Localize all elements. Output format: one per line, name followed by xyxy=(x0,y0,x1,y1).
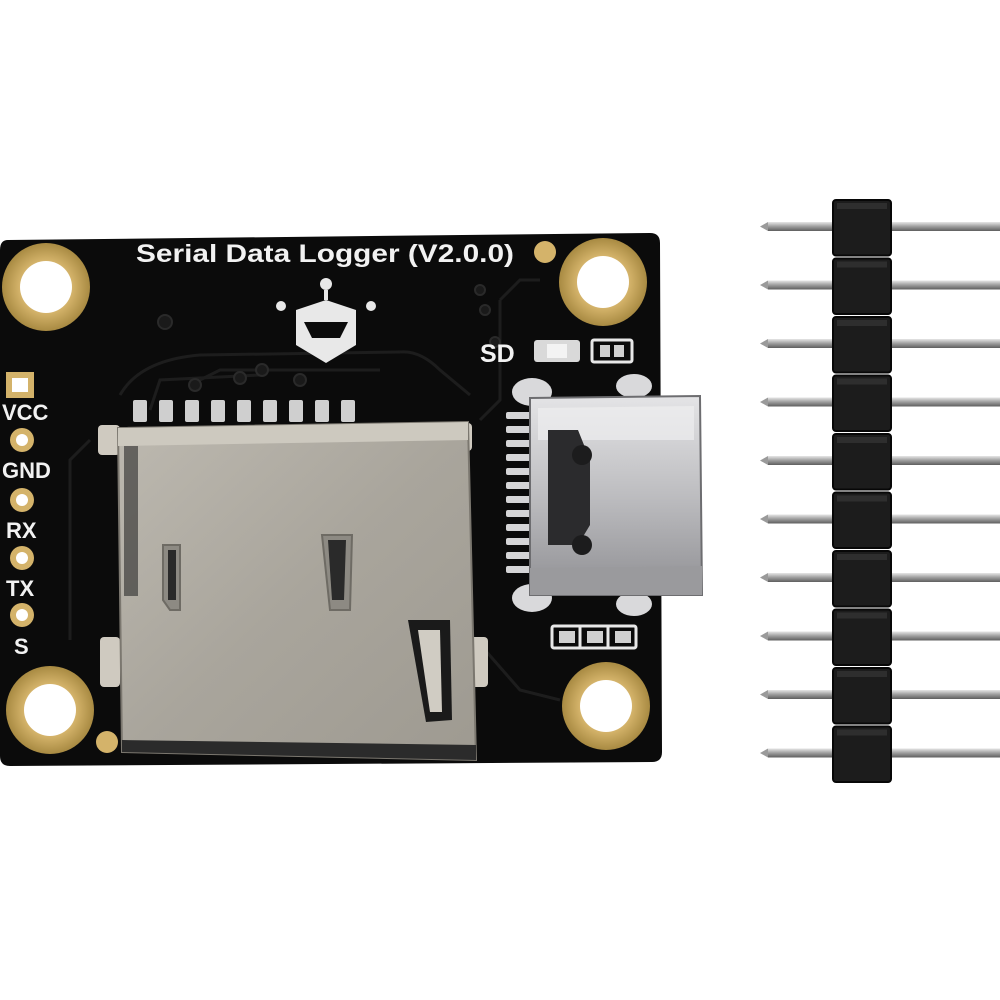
pin-label-gnd: GND xyxy=(2,458,51,483)
header-plastic-block xyxy=(832,257,892,315)
header-pin-tip xyxy=(760,456,768,465)
header-pin-tip xyxy=(760,748,768,758)
sd-led xyxy=(534,338,634,364)
pin-label-s: S xyxy=(14,634,29,659)
header-block-highlight xyxy=(837,437,887,443)
header-plastic-block xyxy=(832,608,892,666)
pin-label-tx: TX xyxy=(6,576,34,601)
microsd-slot xyxy=(98,400,488,762)
header-block-highlight xyxy=(837,261,887,268)
header-plastic-block xyxy=(832,433,892,491)
header-pin-tip xyxy=(760,573,768,582)
header-block-highlight xyxy=(837,612,887,619)
header-pin-tip xyxy=(760,690,768,699)
header-block-highlight xyxy=(837,320,887,326)
sd-contacts xyxy=(133,400,355,422)
header-pin-tip xyxy=(760,280,768,290)
header-plastic-block xyxy=(832,725,892,783)
pin-header-strip xyxy=(760,199,1000,783)
header-block-highlight xyxy=(837,554,887,560)
pin-label-vcc: VCC xyxy=(2,400,49,425)
pin-labels: VCC GND RX TX S xyxy=(2,400,51,659)
header-pin-tip xyxy=(760,222,768,231)
header-block-highlight xyxy=(837,203,887,209)
usb-pins xyxy=(506,412,534,573)
header-pin-tip xyxy=(760,339,768,348)
header-block-highlight xyxy=(837,729,887,736)
header-block-highlight xyxy=(837,671,887,677)
header-plastic-block xyxy=(832,550,892,608)
pin-label-rx: RX xyxy=(6,518,37,543)
header-plastic-block xyxy=(832,374,892,432)
sd-label: SD xyxy=(480,340,515,368)
header-plastic-block xyxy=(832,491,892,549)
robot-logo-icon xyxy=(276,278,376,363)
header-pin-tip xyxy=(760,631,768,641)
header-block-highlight xyxy=(837,378,887,385)
header-plastic-block xyxy=(832,316,892,374)
usb-c-connector xyxy=(506,374,704,616)
board-title: Serial Data Logger (V2.0.0) xyxy=(136,240,514,268)
mounting-holes xyxy=(2,238,650,754)
solder-jumpers xyxy=(550,624,638,650)
header-plastic-block xyxy=(832,199,892,257)
header-plastic-block xyxy=(832,667,892,725)
pin-pads xyxy=(6,372,34,627)
header-block-highlight xyxy=(837,495,887,502)
header-pin-tip xyxy=(760,397,768,407)
pcb-traces xyxy=(68,278,561,702)
header-pin-tip xyxy=(760,514,768,524)
